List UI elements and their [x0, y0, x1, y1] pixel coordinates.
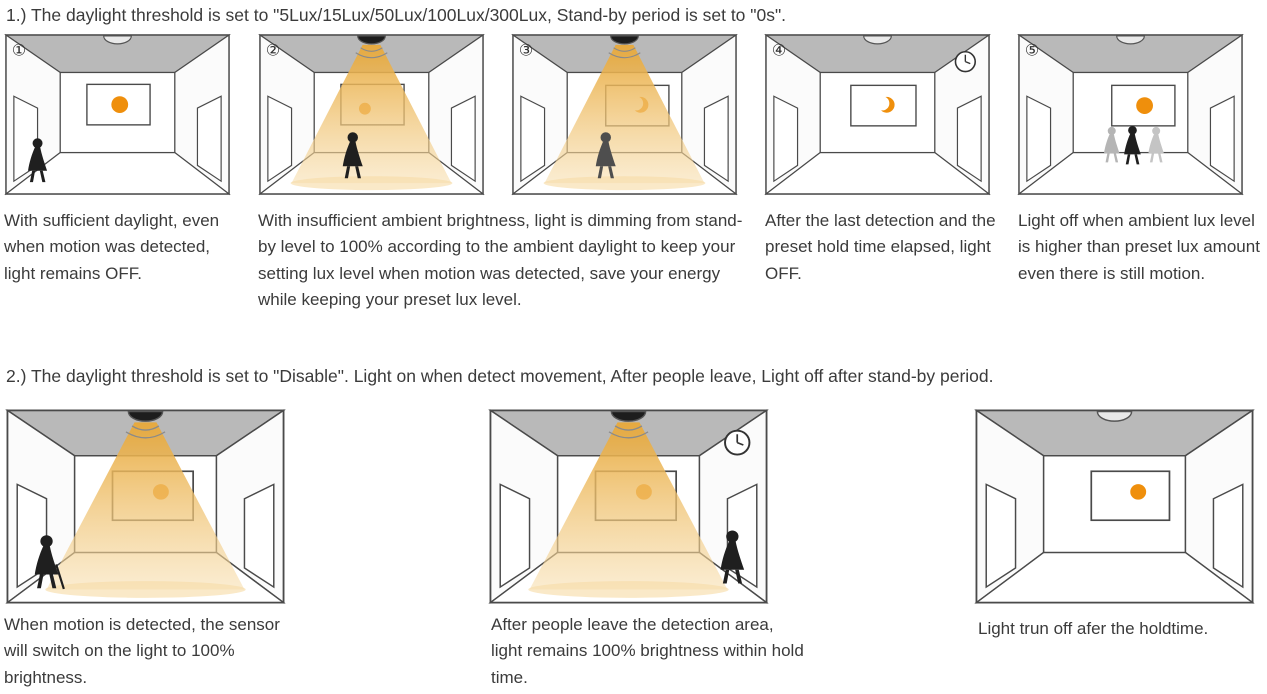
ceiling-sensor	[357, 35, 386, 45]
clock-icon	[724, 429, 751, 456]
scene-3-room: ③	[511, 33, 738, 196]
scene-off-caption: Light trun off afer the holdtime.	[978, 619, 1209, 638]
person-silhouette	[1124, 125, 1141, 165]
signal-wave-icon	[608, 431, 649, 439]
scene-motion-caption: When motion is detected, the sensor will…	[4, 615, 280, 687]
person-silhouette	[595, 132, 616, 179]
scene-number: ③	[519, 43, 533, 60]
scene-1-room: ①	[4, 33, 231, 196]
person-silhouette	[34, 535, 65, 590]
sun-icon	[1136, 97, 1153, 115]
ceiling-sensor	[610, 35, 639, 45]
ceiling-sensor	[127, 410, 164, 422]
moon-icon	[875, 96, 895, 113]
section2-heading: 2.) The daylight threshold is set to "Di…	[6, 366, 994, 386]
right-door	[243, 483, 275, 589]
person-silhouette	[1148, 126, 1164, 163]
left-door	[985, 483, 1017, 589]
room-frame	[512, 34, 737, 195]
ceiling-sensor	[1116, 35, 1145, 45]
room-frame	[975, 409, 1254, 604]
room-frame	[1018, 34, 1243, 195]
scene-1-caption: With sufficient daylight, even when moti…	[4, 211, 220, 283]
signal-wave-icon	[360, 47, 383, 52]
signal-wave-icon	[131, 425, 160, 431]
left-door	[773, 95, 799, 183]
room-frame	[489, 409, 768, 604]
ceiling-sensor	[103, 35, 132, 45]
right-door	[196, 95, 222, 183]
scene-number: ④	[772, 43, 786, 60]
right-door	[1212, 483, 1244, 589]
right-door	[956, 95, 982, 183]
scene-leave-caption: After people leave the detection area, l…	[491, 615, 804, 687]
scene-2-3-caption: With insufficient ambient brightness, li…	[258, 211, 743, 310]
sun-icon	[111, 96, 129, 114]
sun-icon	[1130, 484, 1147, 500]
scene-5-caption: Light off when ambient lux level is high…	[1018, 211, 1260, 283]
scene-leave-room	[488, 408, 769, 605]
window	[1090, 470, 1171, 522]
left-door	[1026, 95, 1052, 183]
ceiling-sensor	[610, 410, 647, 422]
scene-number: ⑤	[1025, 43, 1039, 60]
scene-off-room	[974, 408, 1255, 605]
scene-motion-room	[5, 408, 286, 605]
scene-4-room: ④	[764, 33, 991, 196]
left-door	[520, 95, 546, 183]
scene-4-caption: After the last detection and the preset …	[765, 211, 996, 283]
signal-wave-icon	[125, 431, 166, 439]
light-cone	[529, 422, 728, 590]
left-door	[499, 483, 531, 589]
clock-icon	[954, 50, 976, 73]
right-door	[450, 95, 476, 183]
scene-number: ①	[12, 43, 26, 60]
room-frame	[259, 34, 484, 195]
room-frame	[6, 409, 285, 604]
person-silhouette	[1104, 126, 1120, 163]
room-frame	[765, 34, 990, 195]
left-door	[267, 95, 293, 183]
scene-number: ②	[266, 43, 280, 60]
ceiling-sensor	[863, 35, 892, 45]
right-door	[1209, 95, 1235, 183]
scene-2-room: ②	[258, 33, 485, 196]
signal-wave-icon	[613, 47, 636, 52]
light-cone	[291, 44, 452, 184]
right-door	[703, 95, 729, 183]
person-silhouette	[342, 132, 363, 179]
section1-heading: 1.) The daylight threshold is set to "5L…	[6, 5, 787, 25]
room-frame	[5, 34, 230, 195]
signal-wave-icon	[608, 52, 641, 59]
person-silhouette	[720, 530, 745, 584]
signal-wave-icon	[355, 52, 388, 59]
light-cone	[544, 44, 705, 184]
ceiling-sensor	[1096, 410, 1133, 422]
person-silhouette	[28, 138, 48, 183]
signal-wave-icon	[614, 425, 643, 431]
light-cone	[46, 422, 245, 590]
scene-5-room: ⑤	[1017, 33, 1244, 196]
